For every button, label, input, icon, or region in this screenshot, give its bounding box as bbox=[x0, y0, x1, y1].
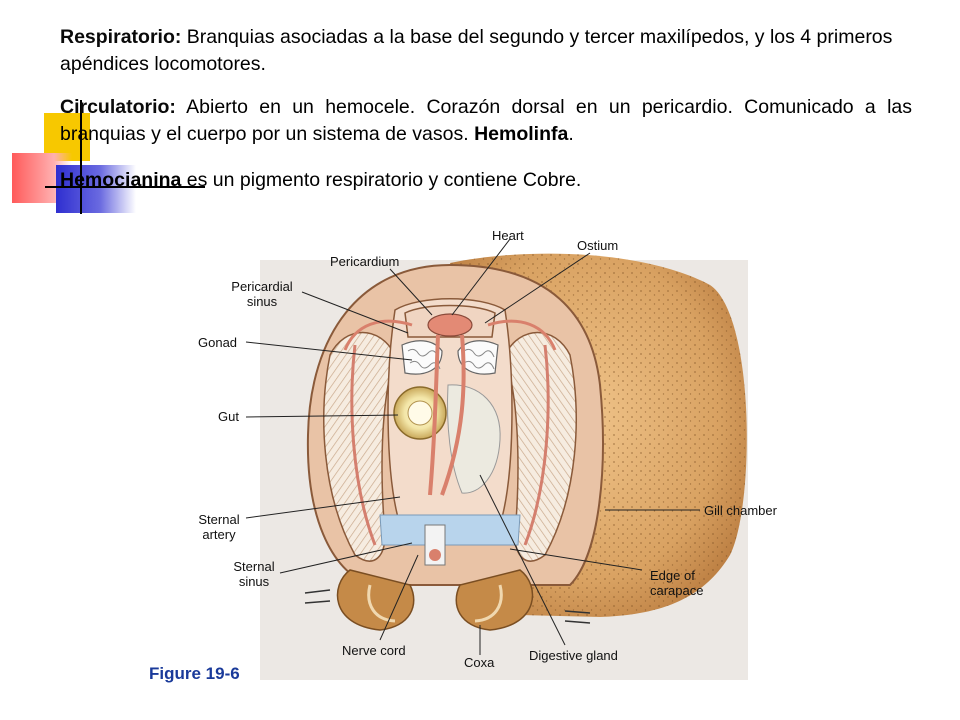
respiratorio-label: Respiratorio: bbox=[60, 26, 182, 48]
circulatorio-label: Circulatorio: bbox=[60, 96, 176, 118]
decor-vertical-line bbox=[80, 100, 82, 214]
hemocianina-body: es un pigmento respiratorio y contiene C… bbox=[181, 169, 582, 191]
period: . bbox=[568, 123, 574, 145]
decor-blue-square bbox=[56, 165, 136, 213]
label-gut: Gut bbox=[218, 409, 239, 424]
label-edge-of-carapace-line2: carapace bbox=[650, 583, 704, 598]
label-pericardial-sinus: Pericardial sinus bbox=[222, 279, 302, 309]
decor-horizontal-line bbox=[45, 186, 205, 188]
hemolinfa-term: Hemolinfa bbox=[474, 123, 569, 145]
paragraph-respiratorio: Respiratorio: Branquias asociadas a la b… bbox=[60, 24, 912, 78]
label-sternal-sinus-line2: sinus bbox=[238, 574, 270, 589]
cross-section-illustration bbox=[245, 238, 748, 680]
label-heart: Heart bbox=[492, 228, 524, 243]
respiratorio-body: Branquias asociadas a la base del segund… bbox=[60, 26, 893, 75]
label-sternal-artery: Sternal artery bbox=[192, 512, 246, 542]
label-pericardium: Pericardium bbox=[330, 254, 400, 269]
label-gill-chamber: Gill chamber bbox=[704, 503, 777, 518]
label-ostium: Ostium bbox=[577, 238, 619, 253]
paragraph-hemocianina: Hemocianina es un pigmento respiratorio … bbox=[60, 167, 912, 194]
hemocianina-term: Hemocianina bbox=[60, 169, 182, 191]
label-edge-of-carapace-line1: Edge of bbox=[650, 568, 695, 583]
label-sternal-artery-line1: Sternal bbox=[198, 512, 240, 527]
label-sternal-artery-line2: artery bbox=[202, 527, 236, 542]
label-coxa: Coxa bbox=[464, 655, 495, 670]
label-pericardial-sinus-line1: Pericardial bbox=[231, 279, 293, 294]
figure-caption: Figure 19-6 bbox=[149, 664, 240, 683]
label-edge-of-carapace: Edge of carapace bbox=[650, 568, 703, 598]
label-digestive-gland: Digestive gland bbox=[529, 648, 618, 663]
label-nerve-cord: Nerve cord bbox=[342, 643, 406, 658]
label-pericardial-sinus-line2: sinus bbox=[246, 294, 278, 309]
crustacean-cross-section-figure: Heart Ostium Pericardium Pericardial sin… bbox=[180, 225, 810, 685]
circulatorio-body: Abierto en un hemocele. Corazón dorsal e… bbox=[60, 96, 912, 145]
label-sternal-sinus: Sternal sinus bbox=[227, 559, 281, 589]
label-gonad: Gonad bbox=[198, 335, 238, 350]
label-sternal-sinus-line1: Sternal bbox=[233, 559, 275, 574]
paragraph-circulatorio: Circulatorio: Abierto en un hemocele. Co… bbox=[60, 94, 912, 148]
